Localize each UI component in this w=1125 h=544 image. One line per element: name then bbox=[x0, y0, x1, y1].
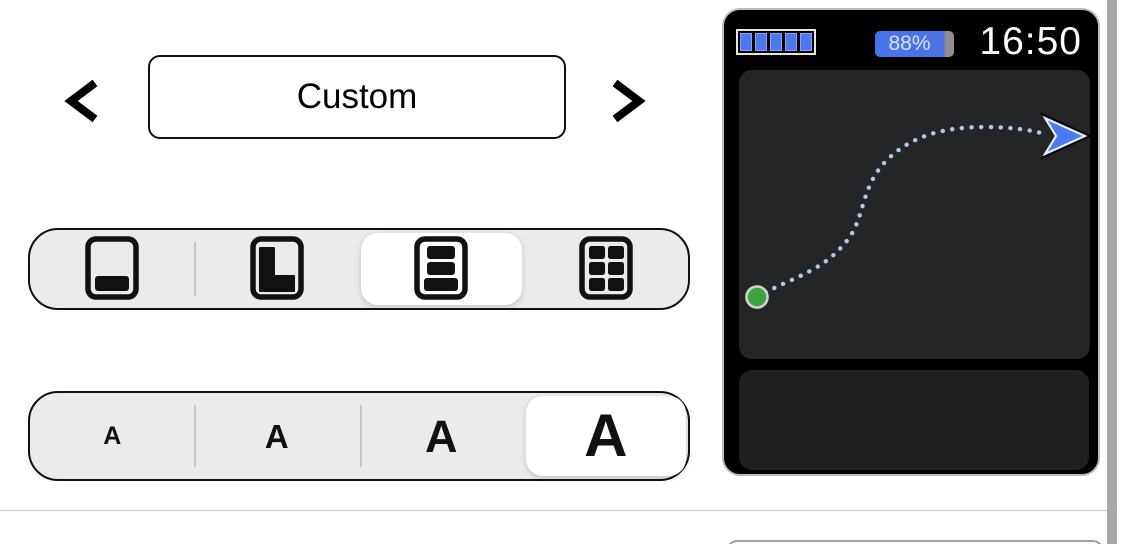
selected-segment-highlight bbox=[525, 396, 686, 476]
clock-time: 16:50 bbox=[979, 20, 1082, 63]
segment-divider bbox=[194, 242, 196, 296]
layout-grid-icon bbox=[579, 235, 633, 303]
chevron-right-icon bbox=[608, 79, 648, 127]
layout-three-rows-icon bbox=[414, 235, 468, 303]
layout-option-three-rows[interactable] bbox=[359, 230, 524, 308]
layout-option-l-shape[interactable] bbox=[195, 230, 360, 308]
route-map-graphic bbox=[745, 112, 1092, 309]
font-size-extra-large-label: A bbox=[584, 402, 628, 469]
font-size-option-large[interactable]: A bbox=[359, 393, 524, 479]
device-screen-preview: 88% 16:50 bbox=[722, 8, 1100, 476]
direction-arrow-icon bbox=[1040, 112, 1092, 160]
font-size-option-small[interactable]: A bbox=[30, 393, 195, 479]
font-size-small-label: A bbox=[103, 421, 122, 450]
battery-gauge-icon bbox=[736, 29, 816, 55]
route-start-marker-icon bbox=[745, 285, 769, 309]
segment-divider bbox=[194, 405, 196, 467]
font-size-segmented-control: A A A A bbox=[28, 391, 690, 481]
battery-percent-label: 88% bbox=[888, 32, 931, 55]
next-section-card-edge bbox=[727, 540, 1103, 544]
next-profile-button[interactable] bbox=[608, 78, 648, 124]
vertical-scrollbar[interactable] bbox=[1107, 0, 1117, 544]
layout-l-shape-icon bbox=[250, 235, 304, 303]
route-dotted-line bbox=[754, 124, 1048, 300]
layout-option-six-field-grid[interactable] bbox=[524, 230, 689, 308]
layout-bottom-bar-icon bbox=[85, 235, 139, 303]
profile-name-label: Custom bbox=[296, 77, 418, 116]
chevron-left-icon bbox=[62, 79, 102, 127]
font-size-large-label: A bbox=[425, 410, 458, 462]
data-field-panel bbox=[739, 370, 1089, 470]
segment-divider bbox=[360, 405, 362, 467]
font-size-medium-label: A bbox=[264, 417, 289, 455]
section-divider bbox=[0, 510, 1118, 511]
profile-name-selector[interactable]: Custom bbox=[148, 55, 566, 139]
font-size-option-extra-large[interactable]: A bbox=[524, 393, 689, 479]
layout-segmented-control bbox=[28, 228, 690, 310]
previous-profile-button[interactable] bbox=[62, 78, 102, 124]
layout-option-single-field-bottom[interactable] bbox=[30, 230, 195, 308]
map-field-panel bbox=[739, 70, 1092, 359]
battery-percent-badge: 88% bbox=[875, 31, 954, 57]
font-size-option-medium[interactable]: A bbox=[195, 393, 360, 479]
